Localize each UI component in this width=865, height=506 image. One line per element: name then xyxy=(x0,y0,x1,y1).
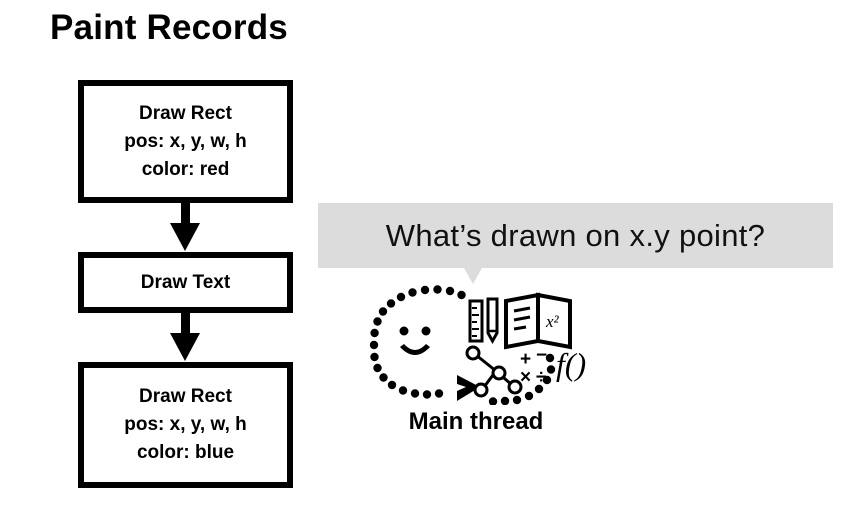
smiley-face-icon xyxy=(399,326,431,355)
svg-text:×: × xyxy=(520,367,531,388)
record-line-operation: Draw Rect xyxy=(139,386,232,407)
node-tree-icon xyxy=(465,345,523,398)
paint-record-box-draw-text: Draw Text xyxy=(78,252,293,313)
svg-text:−: − xyxy=(536,345,547,366)
arrow-head xyxy=(170,333,200,361)
record-line-position: pos: x, y, w, h xyxy=(124,130,247,152)
main-thread-label: Main thread xyxy=(408,408,544,435)
record-line-operation: Draw Rect xyxy=(139,102,232,124)
paint-record-box-draw-rect-red: Draw Rect pos: x, y, w, h color: red xyxy=(78,80,293,203)
thinking-brain-illustration: x² + − × ÷ f() xyxy=(360,283,592,405)
paint-record-box-draw-rect-blue: Draw Rect pos: x, y, w, h color: blue xyxy=(78,362,293,488)
page-title: Paint Records xyxy=(50,8,288,47)
record-line-operation: Draw Text xyxy=(140,271,231,293)
speech-bubble: What’s drawn on x.y point? xyxy=(318,203,833,268)
svg-text:÷: ÷ xyxy=(536,367,546,388)
down-arrow-icon xyxy=(170,203,200,252)
arrow-stem xyxy=(181,313,190,335)
record-line-color: color: red xyxy=(141,158,230,180)
record-line-color: color: blue xyxy=(136,442,235,463)
arrow-head xyxy=(170,223,200,251)
record-line-position: pos: x, y, w, h xyxy=(124,414,247,435)
arrow-stem xyxy=(181,203,190,225)
ruler-icon xyxy=(468,299,484,343)
svg-text:x²: x² xyxy=(545,312,560,331)
pencil-icon xyxy=(486,297,499,345)
svg-text:+: + xyxy=(520,349,531,370)
speech-bubble-text: What’s drawn on x.y point? xyxy=(385,217,766,253)
open-book-icon: x² xyxy=(504,292,572,350)
speech-bubble-tail xyxy=(464,268,482,284)
down-arrow-icon xyxy=(170,313,200,362)
math-operators-icon: + − × ÷ xyxy=(520,345,547,388)
dotted-oval-icon xyxy=(369,285,556,405)
chevron-arrow-icon xyxy=(457,375,480,401)
function-notation-icon: f() xyxy=(556,346,586,382)
